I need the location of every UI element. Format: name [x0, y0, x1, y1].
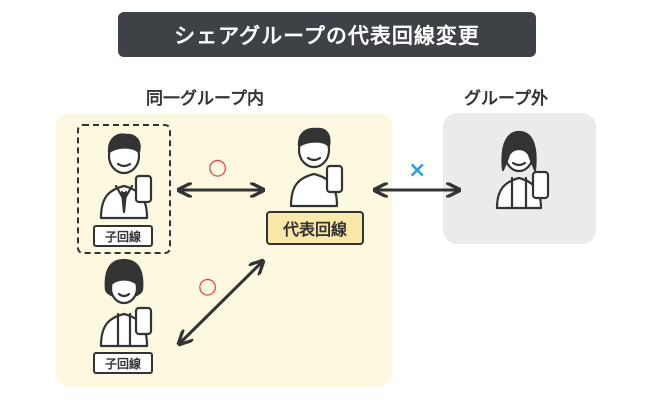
representative-line-tag: 代表回線: [266, 211, 364, 245]
allowed-mark: ○: [198, 274, 218, 299]
arrow-child2-to-rep: [180, 262, 262, 343]
child-line-tag: 子回線: [93, 352, 153, 374]
businessman-with-phone-icon: [99, 133, 153, 220]
not-allowed-mark: ×: [408, 158, 427, 183]
same-group-label: 同一グループ内: [146, 89, 264, 109]
woman-with-phone-icon: [99, 258, 153, 348]
child-line-tag: 子回線: [93, 225, 153, 247]
selected-child-frame: [77, 124, 171, 254]
outside-group-label: グループ外: [464, 89, 548, 109]
man-with-phone-icon: [289, 127, 344, 208]
diagram-title: シェアグループの代表回線変更: [118, 12, 536, 57]
person-with-phone-icon: [495, 130, 550, 210]
allowed-mark: ○: [208, 155, 228, 180]
